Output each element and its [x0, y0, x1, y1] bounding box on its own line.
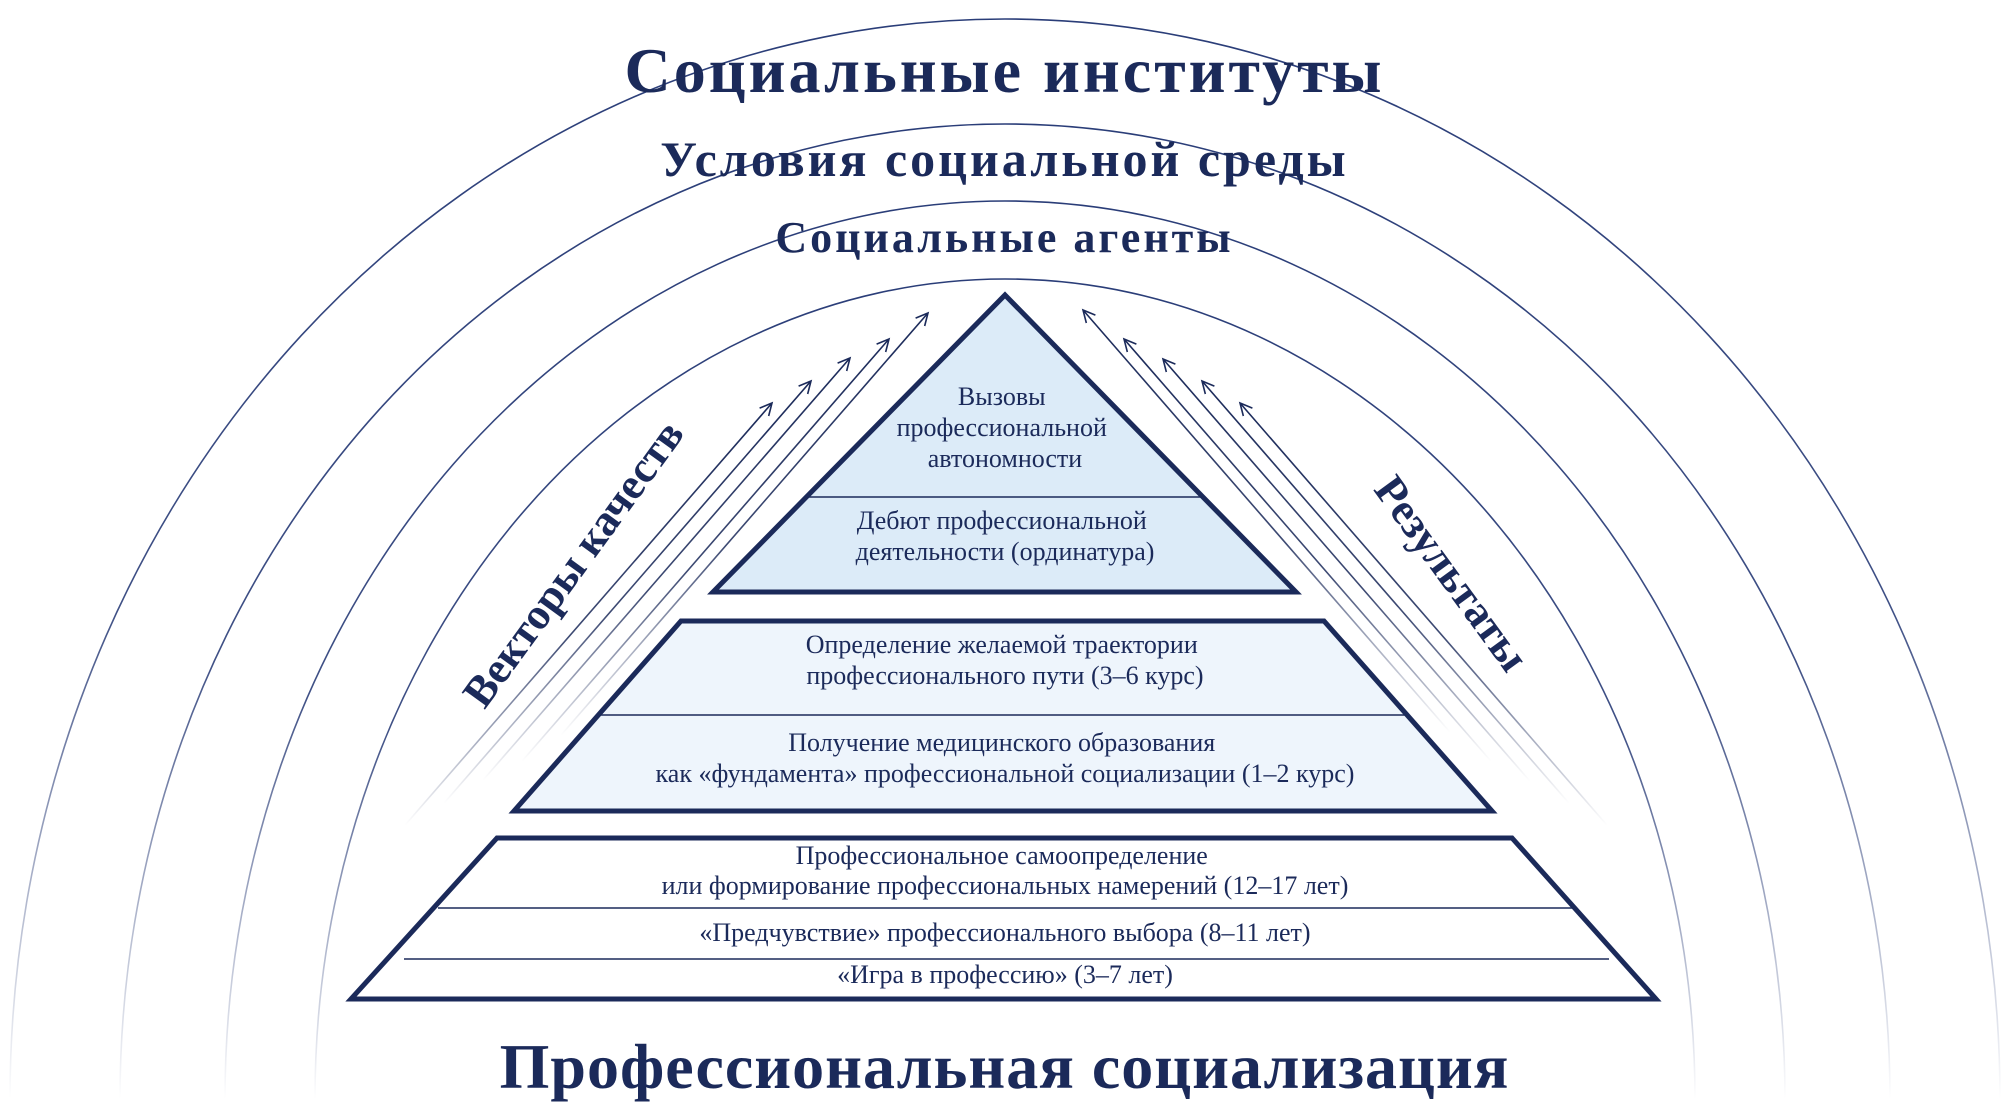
- outer-arc: [9, 18, 2001, 1099]
- arrowhead-icon: [1081, 308, 1096, 324]
- results-label: Результаты: [1365, 467, 1539, 681]
- third-arc: [224, 200, 1786, 1099]
- pyramid-top-tier: Вызовы профессиональной автономности Деб…: [707, 291, 1302, 595]
- second-arc: [119, 123, 1891, 1099]
- social-agents-text: Социальные агенты: [775, 213, 1234, 262]
- social-institutions-label: Социальные институты: [0, 35, 2009, 106]
- arrow-line: [1162, 358, 1531, 783]
- arrowhead-icon: [837, 356, 852, 372]
- arrowhead-icon: [915, 311, 930, 327]
- arrows: [404, 308, 1608, 827]
- inner-arc: [314, 278, 1696, 1099]
- pyramid-middle-tier: Определение желаемой траектории професси…: [508, 618, 1498, 814]
- arrowhead-icon: [1238, 401, 1253, 417]
- arrowhead-icon: [1161, 357, 1176, 373]
- arrow-line: [482, 357, 851, 782]
- arrow-line: [1201, 380, 1570, 805]
- arrowhead-icon: [1122, 337, 1137, 353]
- residency-debut-text: Дебют профессиональной деятельности (орд…: [856, 506, 1155, 566]
- arrowhead-icon: [798, 379, 813, 395]
- presentiment-text: «Предчувствие» профессионального выбора …: [699, 918, 1310, 947]
- arrow-line: [1123, 338, 1492, 763]
- arrow-line: [521, 338, 890, 763]
- self-determination-text: Профессиональное самоопределение или фор…: [662, 841, 1349, 900]
- social-institutions-text: Социальные институты: [624, 35, 1385, 106]
- arrow-line: [1082, 309, 1451, 734]
- social-environment-text: Условия социальной среды: [660, 131, 1349, 187]
- medical-education-text: Получение медицинского образования как «…: [656, 728, 1355, 788]
- autonomy-challenges-text: Вызовы профессиональной автономности: [897, 382, 1114, 473]
- trajectory-text: Определение желаемой траектории професси…: [806, 630, 1205, 690]
- social-environment-label: Условия социальной среды: [0, 132, 2009, 187]
- arrow-line: [443, 380, 812, 805]
- arrowhead-icon: [759, 401, 774, 417]
- arrow-line: [404, 402, 773, 827]
- profession-game-text: «Игра в профессию» (3–7 лет): [837, 960, 1173, 989]
- arrow-line: [1239, 402, 1608, 827]
- arrowhead-icon: [876, 337, 891, 353]
- social-agents-label: Социальные агенты: [0, 213, 2009, 262]
- arrowhead-icon: [1200, 379, 1215, 395]
- pyramid-bottom-tier: Профессиональное самоопределение или фор…: [345, 835, 1662, 1002]
- arrow-line: [560, 312, 929, 737]
- arcs: [9, 18, 2001, 1099]
- professional-socialization-title: Профессиональная социализация: [499, 1031, 1510, 1102]
